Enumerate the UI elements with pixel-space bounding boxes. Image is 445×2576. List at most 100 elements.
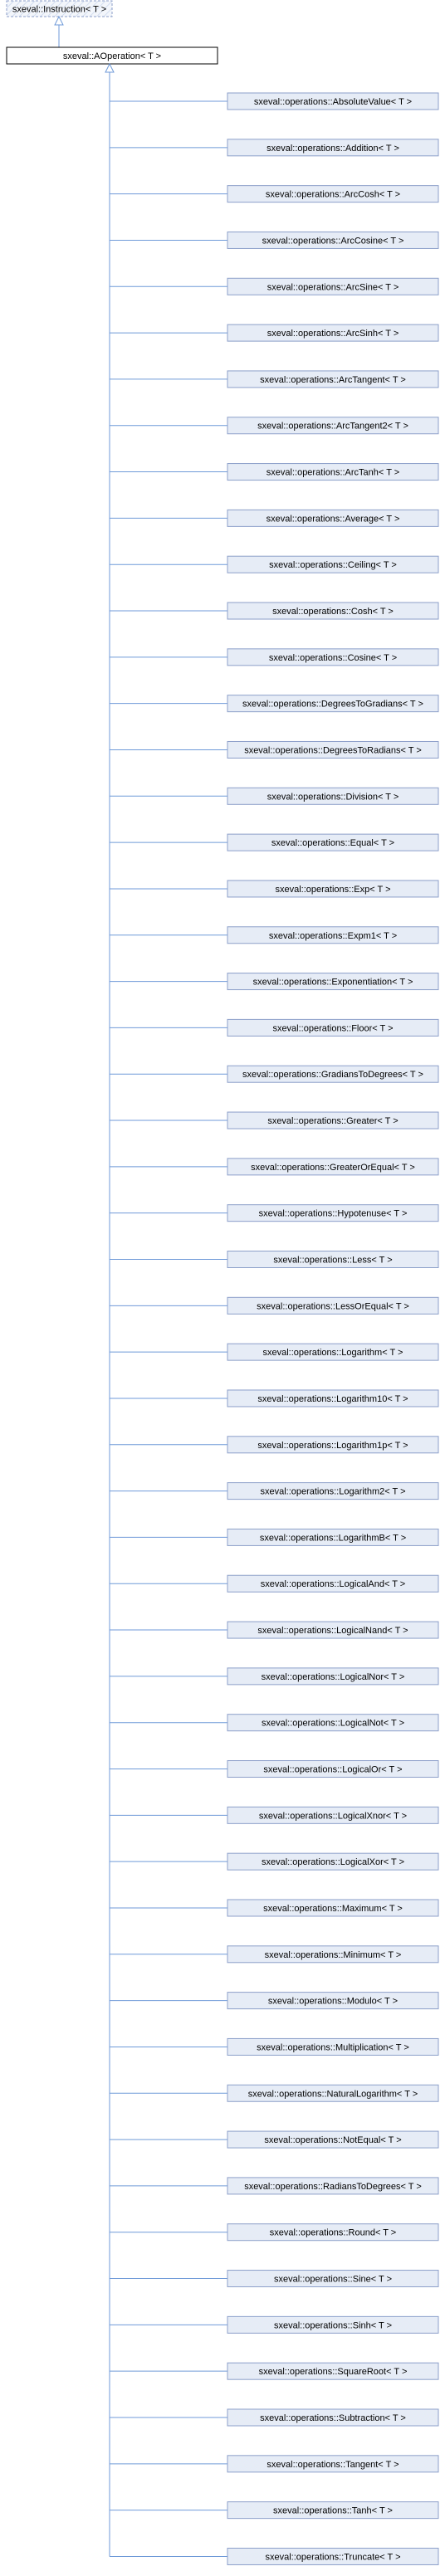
child-node-arccosh[interactable]: sxeval::operations::ArcCosh< T > — [227, 185, 439, 203]
child-node-logicalxor[interactable]: sxeval::operations::LogicalXor< T > — [227, 1852, 439, 1871]
child-node-logarithm2[interactable]: sxeval::operations::Logarithm2< T > — [227, 1482, 439, 1500]
child-node-label: sxeval::operations::Division< T > — [267, 792, 399, 802]
child-node-logicalor[interactable]: sxeval::operations::LogicalOr< T > — [227, 1760, 439, 1778]
child-node-absolutevalue[interactable]: sxeval::operations::AbsoluteValue< T > — [227, 92, 439, 110]
child-node-degreestoradians[interactable]: sxeval::operations::DegreesToRadians< T … — [227, 740, 439, 759]
child-node-box — [227, 1992, 439, 2010]
child-node-logarithm1p[interactable]: sxeval::operations::Logarithm1p< T > — [227, 1436, 439, 1454]
child-node-label: sxeval::operations::LogicalXor< T > — [262, 1857, 404, 1867]
child-node-logicalnand[interactable]: sxeval::operations::LogicalNand< T > — [227, 1621, 439, 1639]
child-node-label: sxeval::operations::Cosine< T > — [269, 653, 397, 663]
child-node-squareroot[interactable]: sxeval::operations::SquareRoot< T > — [227, 2362, 439, 2380]
inheritance-arrowhead-base — [105, 62, 115, 73]
child-node-label: sxeval::operations::Addition< T > — [267, 144, 399, 154]
child-node-logicalnot[interactable]: sxeval::operations::LogicalNot< T > — [227, 1714, 439, 1732]
base-node-aoperation[interactable]: sxeval::AOperation< T > — [6, 46, 218, 65]
child-node-maximum[interactable]: sxeval::operations::Maximum< T > — [227, 1899, 439, 1917]
child-node-multiplication[interactable]: sxeval::operations::Multiplication< T > — [227, 2037, 439, 2056]
child-node-box — [227, 231, 439, 249]
child-node-tanh[interactable]: sxeval::operations::Tanh< T > — [227, 2501, 439, 2520]
child-node-label: sxeval::operations::Equal< T > — [271, 838, 394, 848]
child-node-box — [227, 2315, 439, 2334]
child-node-box — [227, 1574, 439, 1593]
child-node-box — [227, 787, 439, 805]
child-node-logarithm10[interactable]: sxeval::operations::Logarithm10< T > — [227, 1389, 439, 1408]
child-node-less[interactable]: sxeval::operations::Less< T > — [227, 1251, 439, 1268]
child-node-cosh[interactable]: sxeval::operations::Cosh< T > — [227, 602, 439, 620]
child-node-floor[interactable]: sxeval::operations::Floor< T > — [227, 1018, 439, 1037]
child-node-exp[interactable]: sxeval::operations::Exp< T > — [227, 880, 439, 898]
child-node-sine[interactable]: sxeval::operations::Sine< T > — [227, 2270, 439, 2288]
child-node-box — [227, 277, 439, 295]
child-node-label: sxeval::operations::Ceiling< T > — [269, 560, 397, 570]
child-node-box — [227, 2130, 439, 2149]
child-node-label: sxeval::operations::Exp< T > — [275, 885, 390, 895]
child-node-box — [227, 92, 439, 110]
child-node-greaterorequal[interactable]: sxeval::operations::GreaterOrEqual< T > — [227, 1158, 439, 1176]
base-node-label: sxeval::AOperation< T > — [63, 51, 161, 61]
root-node-label: sxeval::Instruction< T > — [12, 5, 106, 15]
child-node-box — [227, 2455, 439, 2473]
child-node-modulo[interactable]: sxeval::operations::Modulo< T > — [227, 1992, 439, 2010]
child-node-arctangent[interactable]: sxeval::operations::ArcTangent< T > — [227, 370, 439, 388]
child-node-naturallogarithm[interactable]: sxeval::operations::NaturalLogarithm< T … — [227, 2084, 439, 2102]
child-node-arccosine[interactable]: sxeval::operations::ArcCosine< T > — [227, 231, 439, 249]
child-node-box — [227, 1482, 439, 1500]
child-node-exponentiation[interactable]: sxeval::operations::Exponentiation< T > — [227, 973, 439, 991]
child-node-box — [227, 2408, 439, 2427]
child-node-logicalxnor[interactable]: sxeval::operations::LogicalXnor< T > — [227, 1806, 439, 1824]
child-node-label: sxeval::operations::Truncate< T > — [265, 2552, 400, 2562]
child-node-greater[interactable]: sxeval::operations::Greater< T > — [227, 1111, 439, 1129]
child-node-addition[interactable]: sxeval::operations::Addition< T > — [227, 139, 439, 157]
child-node-ceiling[interactable]: sxeval::operations::Ceiling< T > — [227, 555, 439, 573]
root-node-instruction[interactable]: sxeval::Instruction< T > — [6, 0, 113, 17]
child-node-label: sxeval::operations::Logarithm2< T > — [260, 1487, 405, 1497]
child-node-label: sxeval::operations::SquareRoot< T > — [259, 2367, 408, 2377]
child-node-equal[interactable]: sxeval::operations::Equal< T > — [227, 833, 439, 851]
child-node-label: sxeval::operations::LogicalXnor< T > — [259, 1811, 407, 1821]
child-node-box — [227, 1065, 439, 1083]
child-node-sinh[interactable]: sxeval::operations::Sinh< T > — [227, 2315, 439, 2334]
child-node-subtraction[interactable]: sxeval::operations::Subtraction< T > — [227, 2408, 439, 2427]
child-node-box — [227, 1667, 439, 1686]
child-node-tangent[interactable]: sxeval::operations::Tangent< T > — [227, 2455, 439, 2473]
child-node-label: sxeval::operations::Floor< T > — [272, 1023, 393, 1033]
child-node-logicalnor[interactable]: sxeval::operations::LogicalNor< T > — [227, 1667, 439, 1686]
child-node-logarithmb[interactable]: sxeval::operations::LogarithmB< T > — [227, 1528, 439, 1546]
child-node-degreestogradians[interactable]: sxeval::operations::DegreesToGradians< T… — [227, 695, 439, 713]
child-node-label: sxeval::operations::Hypotenuse< T > — [259, 1209, 408, 1219]
child-node-box — [227, 2547, 439, 2565]
base-node-box — [6, 46, 218, 65]
child-node-lessorequal[interactable]: sxeval::operations::LessOrEqual< T > — [227, 1296, 439, 1315]
child-node-truncate[interactable]: sxeval::operations::Truncate< T > — [227, 2547, 439, 2565]
child-node-label: sxeval::operations::LogicalNor< T > — [262, 1672, 405, 1682]
child-node-label: sxeval::operations::LogicalOr< T > — [263, 1765, 402, 1775]
child-node-box — [227, 926, 439, 944]
child-node-arcsinh[interactable]: sxeval::operations::ArcSinh< T > — [227, 324, 439, 342]
child-node-cosine[interactable]: sxeval::operations::Cosine< T > — [227, 648, 439, 666]
child-node-label: sxeval::operations::Maximum< T > — [263, 1904, 403, 1914]
child-node-arctanh[interactable]: sxeval::operations::ArcTanh< T > — [227, 463, 439, 481]
child-node-box — [227, 648, 439, 666]
child-node-label: sxeval::operations::Tanh< T > — [273, 2506, 393, 2516]
child-node-box — [227, 2501, 439, 2520]
child-node-radianstodegrees[interactable]: sxeval::operations::RadiansToDegrees< T … — [227, 2177, 439, 2195]
child-node-arctangent2[interactable]: sxeval::operations::ArcTangent2< T > — [227, 417, 439, 435]
child-node-box — [227, 1528, 439, 1546]
child-node-logarithm[interactable]: sxeval::operations::Logarithm< T > — [227, 1343, 439, 1361]
child-node-box — [227, 417, 439, 435]
child-node-expm1[interactable]: sxeval::operations::Expm1< T > — [227, 926, 439, 944]
child-node-box — [227, 1714, 439, 1732]
child-node-notequal[interactable]: sxeval::operations::NotEqual< T > — [227, 2130, 439, 2149]
child-node-division[interactable]: sxeval::operations::Division< T > — [227, 787, 439, 805]
child-node-label: sxeval::operations::Tangent< T > — [267, 2460, 399, 2470]
child-node-round[interactable]: sxeval::operations::Round< T > — [227, 2223, 439, 2242]
child-node-logicaland[interactable]: sxeval::operations::LogicalAnd< T > — [227, 1574, 439, 1593]
child-node-average[interactable]: sxeval::operations::Average< T > — [227, 509, 439, 527]
child-node-label: sxeval::operations::Cosh< T > — [272, 607, 394, 617]
child-node-arcsine[interactable]: sxeval::operations::ArcSine< T > — [227, 277, 439, 295]
child-node-box — [227, 740, 439, 759]
child-node-hypotenuse[interactable]: sxeval::operations::Hypotenuse< T > — [227, 1204, 439, 1222]
child-node-minimum[interactable]: sxeval::operations::Minimum< T > — [227, 1945, 439, 1964]
child-node-gradianstodegrees[interactable]: sxeval::operations::GradiansToDegrees< T… — [227, 1065, 439, 1083]
